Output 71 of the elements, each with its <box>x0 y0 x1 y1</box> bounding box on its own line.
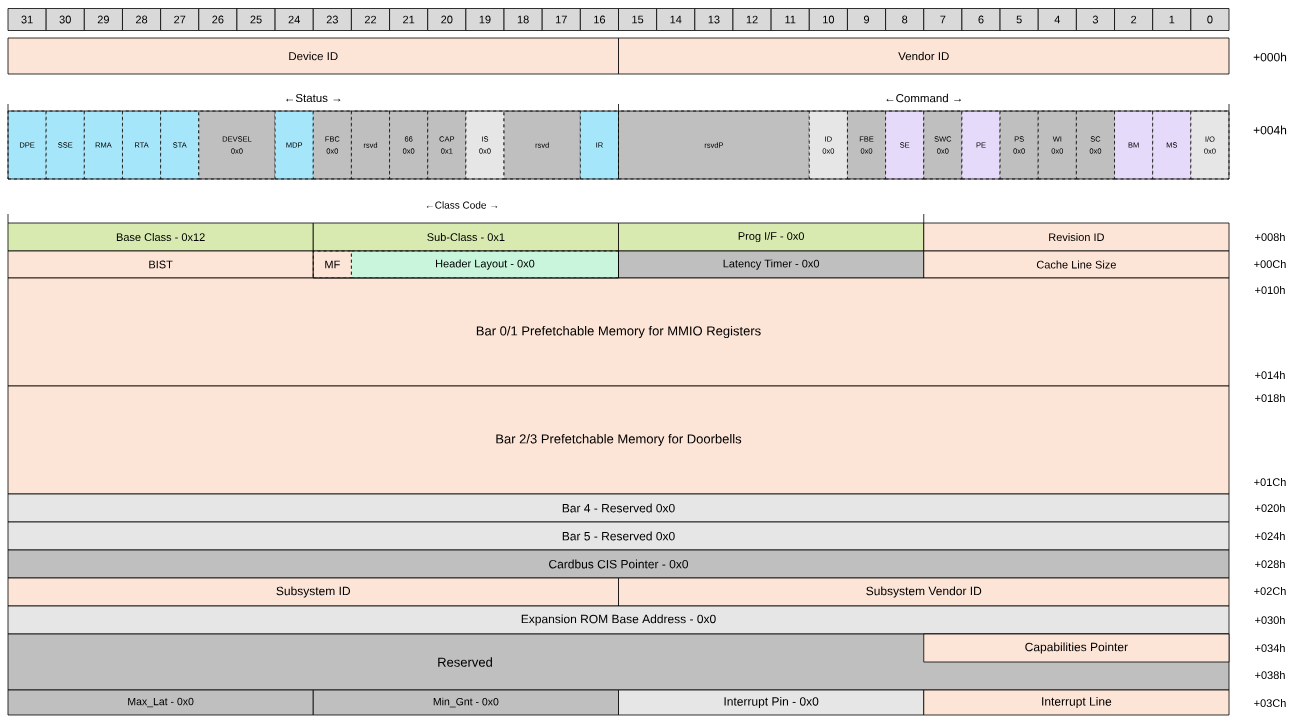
register-field: Cache Line Size <box>923 250 1230 279</box>
offset-label: +02Ch <box>1254 586 1286 596</box>
bit-number-cell: 5 <box>999 8 1039 31</box>
register-field: Latency Timer - 0x0 <box>618 250 925 279</box>
bit-number-cell: 3 <box>1076 8 1115 31</box>
bit-number-cell: 21 <box>389 8 429 31</box>
register-field: Min_Gnt - 0x0 <box>312 689 619 716</box>
register-field: Capabilities Pointer <box>923 633 1230 663</box>
offset-label: +018h <box>1255 393 1285 403</box>
bit-number-cell: 1 <box>1152 8 1192 31</box>
offset-label: +010h <box>1255 285 1285 295</box>
register-field: Expansion ROM Base Address - 0x0 <box>7 605 1230 635</box>
register-field: Sub-Class - 0x1 <box>312 222 619 252</box>
register-field: Cardbus CIS Pointer - 0x0 <box>7 549 1230 579</box>
bit-number-cell: 29 <box>83 8 123 31</box>
offset-label: +03Ch <box>1254 698 1286 708</box>
offset-label: +00Ch <box>1254 259 1286 269</box>
register-field: Revision ID <box>923 222 1230 252</box>
offset-label: +008h <box>1255 232 1285 242</box>
offset-label: +01Ch <box>1254 477 1286 487</box>
bit-number-cell: 17 <box>541 8 581 31</box>
register-field: Interrupt Pin - 0x0 <box>618 689 925 716</box>
offset-label: +004h <box>1253 125 1287 135</box>
register-field: Max_Lat - 0x0 <box>7 689 314 716</box>
register-field: Subsystem ID <box>7 577 619 607</box>
bit-number-cell: 9 <box>847 8 886 31</box>
bit-number-cell: 12 <box>732 8 772 31</box>
offset-label: +024h <box>1255 531 1285 541</box>
bit-number-cell: 0 <box>1190 8 1230 31</box>
offset-label: +030h <box>1255 615 1285 625</box>
bit-number-cell: 11 <box>770 8 810 31</box>
bit-number-cell: 24 <box>274 8 314 31</box>
bit-number-cell: 18 <box>503 8 543 31</box>
offset-label: +034h <box>1255 643 1285 653</box>
bit-number-cell: 28 <box>122 8 162 31</box>
offset-label: +014h <box>1255 370 1285 380</box>
register-field: Interrupt Line <box>923 689 1230 716</box>
bit-number-cell: 15 <box>618 8 658 31</box>
register-field: Device ID <box>7 37 619 75</box>
bit-number-cell: 8 <box>885 8 925 31</box>
bit-number-cell: 30 <box>45 8 85 31</box>
bit-number-cell: 16 <box>579 8 619 31</box>
offset-label: +000h <box>1253 52 1287 62</box>
bit-number-cell: 7 <box>923 8 963 31</box>
register-field: Bar 2/3 Prefetchable Memory for Doorbells <box>7 385 1230 495</box>
bit-number-cell: 22 <box>351 8 390 31</box>
bit-number-cell: 31 <box>7 8 47 31</box>
bit-number-cell: 14 <box>656 8 696 31</box>
register-field: Base Class - 0x12 <box>7 222 314 252</box>
bit-number-cell: 2 <box>1114 8 1154 31</box>
offset-label: +020h <box>1255 503 1285 513</box>
bit-number-cell: 27 <box>160 8 200 31</box>
bit-number-cell: 25 <box>236 8 276 31</box>
bit-number-cell: 26 <box>198 8 238 31</box>
bit-number-cell: 20 <box>427 8 467 31</box>
offset-label: +038h <box>1255 670 1285 680</box>
bit-number-cell: 4 <box>1037 8 1077 31</box>
bit-number-cell: 23 <box>312 8 352 31</box>
bit-number-cell: 10 <box>808 8 848 31</box>
register-field: Bar 5 - Reserved 0x0 <box>7 521 1230 551</box>
register-field: Bar 4 - Reserved 0x0 <box>7 493 1230 523</box>
group-label: ←Command → <box>886 93 961 103</box>
bit-number-cell: 19 <box>465 8 505 31</box>
group-label: ←Class Code → <box>426 201 498 209</box>
register-field: Vendor ID <box>618 37 1230 75</box>
offset-label: +028h <box>1255 559 1285 569</box>
group-label: ←Status → <box>286 93 341 103</box>
bit-number-cell: 13 <box>694 8 734 31</box>
bit-number-cell: 6 <box>961 8 1001 31</box>
register-field: Prog I/F - 0x0 <box>618 222 925 252</box>
register-field: Subsystem Vendor ID <box>618 577 1230 607</box>
